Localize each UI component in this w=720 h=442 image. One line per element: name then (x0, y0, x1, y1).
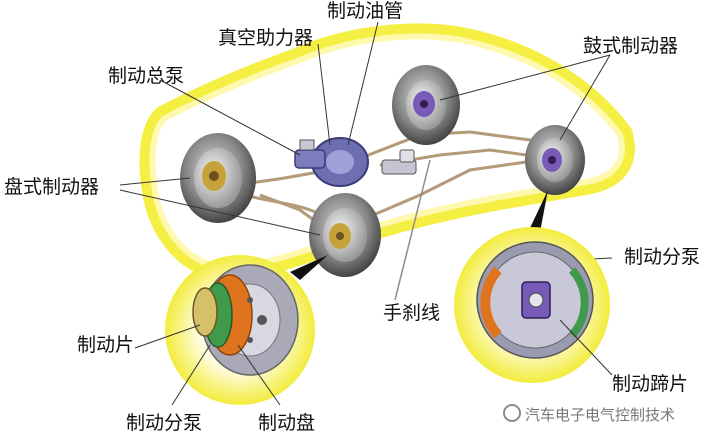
label-wheel-cylinder-left: 制动分泵 (126, 412, 203, 434)
watermark-text: 汽车电子电气控制技术 (525, 406, 676, 424)
wechat-icon (503, 404, 521, 422)
callout-pointer-right (530, 190, 548, 232)
label-wheel-cylinder-right: 制动分泵 (624, 246, 701, 268)
label-brake-disc: 制动盘 (258, 412, 316, 434)
callout-leaders (134, 319, 613, 406)
watermark: 汽车电子电气控制技术 (503, 404, 675, 423)
label-drum-brake: 鼓式制动器 (583, 35, 679, 57)
car-body (139, 23, 635, 281)
label-vacuum-booster: 真空助力器 (218, 27, 314, 49)
parking-cable-line (394, 159, 431, 301)
vacuum-booster (294, 137, 369, 187)
label-brake-shoe: 制动蹄片 (612, 373, 689, 395)
drum-brake-detail (454, 227, 610, 383)
label-parking-brake-cable: 手刹线 (383, 302, 441, 324)
label-master-cylinder: 制动总泵 (108, 65, 185, 87)
rear-upper-wheel (392, 65, 460, 145)
master-cylinder (294, 149, 326, 169)
label-brake-pad: 制动片 (77, 334, 135, 356)
parking-brake-lever (381, 149, 417, 175)
label-brake-line: 制动油管 (327, 0, 404, 22)
front-right-wheel (309, 193, 381, 277)
callout-pointer-left (290, 255, 328, 280)
rear-right-wheel (525, 125, 585, 195)
label-disc-brake: 盘式制动器 (4, 176, 100, 198)
disc-brake-detail (165, 255, 315, 405)
front-left-wheel (180, 133, 256, 223)
